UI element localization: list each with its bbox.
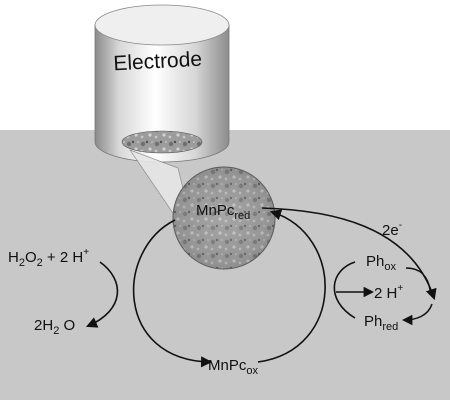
label-water: 2H2 O bbox=[34, 317, 75, 337]
label-mnpc-red: MnPcred bbox=[196, 202, 250, 222]
arrow-phenol-loop bbox=[333, 261, 356, 319]
zoomed-surface-shade bbox=[173, 167, 275, 269]
label-hydrogen-peroxide: H2O2 + 2 H+ bbox=[8, 247, 89, 269]
label-mnpc-ox: MnPcox bbox=[208, 357, 258, 377]
arrow-mnpcred-to-mnpcox bbox=[133, 219, 213, 368]
arrow-mnpcox-to-mnpcred bbox=[257, 209, 326, 363]
arrow-to-phred bbox=[401, 303, 433, 326]
label-protons: 2 H+ bbox=[374, 283, 403, 302]
electrode-label: Electrode bbox=[113, 48, 203, 76]
electrode-surface bbox=[121, 130, 203, 154]
arrow-phox-link bbox=[405, 267, 431, 291]
label-phenol-red: Phred bbox=[364, 313, 398, 333]
arrow-peroxide-to-water bbox=[85, 261, 119, 328]
electrode: Electrode bbox=[94, 4, 230, 163]
electrode-top bbox=[94, 4, 230, 46]
electrode-body bbox=[94, 24, 230, 163]
label-phenol-ox: Phox bbox=[366, 253, 396, 273]
label-electrons: 2e- bbox=[382, 220, 402, 239]
